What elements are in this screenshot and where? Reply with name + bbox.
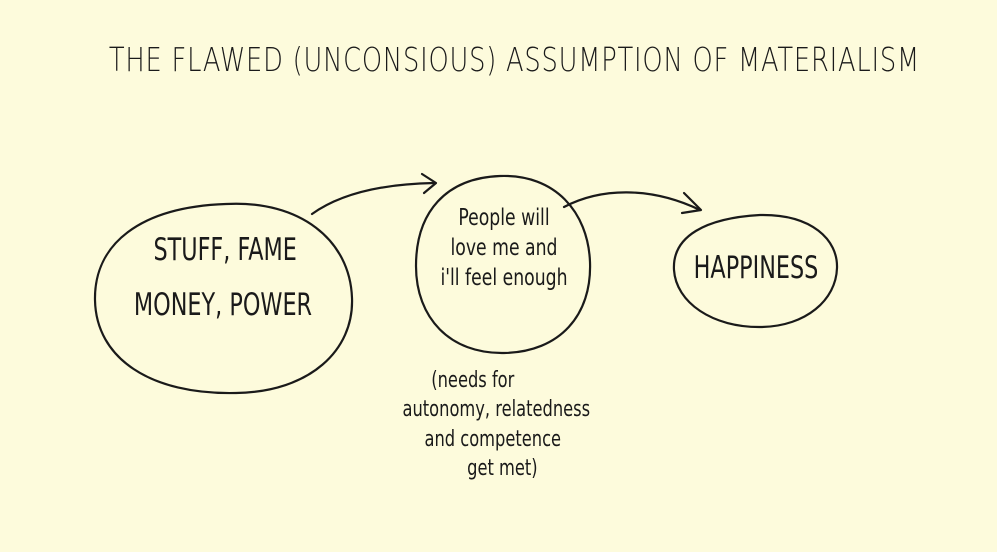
edge-materialism-to-belief-arrowhead (420, 172, 438, 195)
node-materialism-outline (93, 202, 354, 395)
annotation-line-2: autonomy, relatedness (402, 397, 591, 423)
edge-belief-to-happiness (562, 191, 702, 212)
node-materialism-line-2: MONEY, POWER (133, 287, 313, 324)
node-materialism-label: STUFF, FAME MONEY, POWER (119, 232, 328, 324)
node-materialism-line-1: STUFF, FAME (153, 232, 297, 268)
belief-annotation: (needs for autonomy, relatedness and com… (402, 366, 591, 483)
annotation-line-4: get met) (467, 455, 538, 481)
node-belief-outline (414, 174, 592, 355)
node-belief-line-2: love me and (450, 234, 558, 261)
node-belief-label: People will love me and i'll feel enough (429, 204, 579, 294)
annotation-line-1: (needs for (431, 368, 515, 393)
diagram-title: THE FLAWED (UNCONSIOUS) ASSUMPTION OF MA… (108, 40, 921, 79)
edge-belief-to-happiness-arrowhead (680, 191, 703, 215)
node-belief-line-1: People will (458, 205, 550, 231)
node-happiness-label: HAPPINESS (690, 250, 822, 287)
edge-materialism-to-belief (310, 181, 436, 216)
annotation-line-3: and competence (424, 426, 562, 452)
node-happiness-outline (672, 213, 839, 329)
node-belief-line-3: i'll feel enough (440, 264, 568, 291)
node-happiness-line-1: HAPPINESS (693, 250, 819, 286)
